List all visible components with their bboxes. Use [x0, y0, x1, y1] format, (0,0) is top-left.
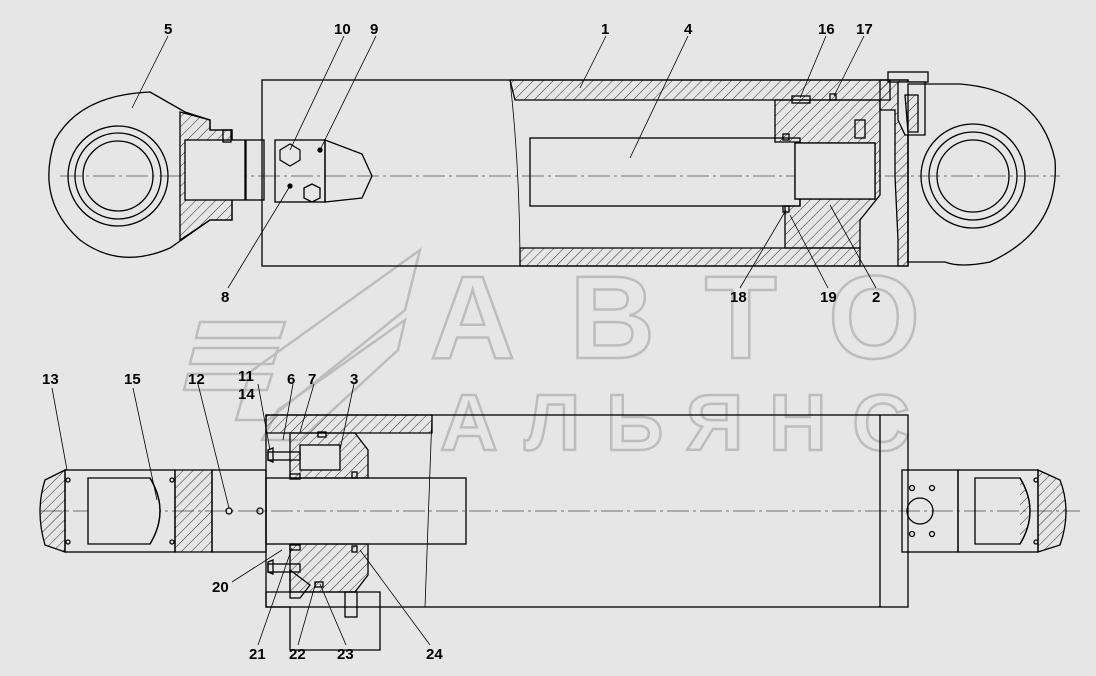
- callout-23: 23: [337, 646, 354, 663]
- callout-7: 7: [308, 371, 316, 388]
- callout-19: 19: [820, 289, 837, 306]
- callout-20: 20: [212, 579, 229, 596]
- leader-lines: [51, 35, 877, 646]
- bottom-view: [39, 414, 1080, 651]
- cylinder-body-top: [261, 71, 929, 267]
- callout-16: 16: [818, 21, 835, 38]
- cylinder-body-bottom: [265, 414, 909, 651]
- callout-4: 4: [684, 21, 693, 38]
- callout-3: 3: [350, 371, 358, 388]
- watermark-line2: АЛЬЯНС: [440, 378, 910, 467]
- left-end-fork: [39, 468, 267, 553]
- callout-22: 22: [289, 646, 306, 663]
- top-view: [48, 71, 1060, 267]
- callout-14: 14: [238, 386, 255, 403]
- callout-24: 24: [426, 646, 443, 663]
- callout-15: 15: [124, 371, 141, 388]
- callouts: 1 2 3 4 5 6 7 8 9 10 11 12 13 14 15 16 1…: [42, 21, 880, 663]
- callout-11: 11: [238, 368, 254, 385]
- callout-2: 2: [872, 289, 880, 306]
- callout-18: 18: [730, 289, 747, 306]
- watermark-line1: АВТО: [430, 252, 920, 384]
- callout-12: 12: [188, 371, 205, 388]
- callout-8: 8: [221, 289, 229, 306]
- rod-head-block: [245, 139, 373, 203]
- right-cylinder-eye: [907, 83, 1056, 266]
- callout-13: 13: [42, 371, 59, 388]
- callout-9: 9: [370, 21, 378, 38]
- callout-5: 5: [164, 21, 172, 38]
- callout-21: 21: [249, 646, 266, 663]
- watermark-logo-icon: [182, 246, 423, 442]
- callout-1: 1: [601, 21, 609, 38]
- callout-10: 10: [334, 21, 351, 38]
- right-end-fork: [901, 468, 1067, 553]
- left-rod-eye: [48, 91, 246, 258]
- callout-6: 6: [287, 371, 295, 388]
- callout-17: 17: [856, 21, 873, 38]
